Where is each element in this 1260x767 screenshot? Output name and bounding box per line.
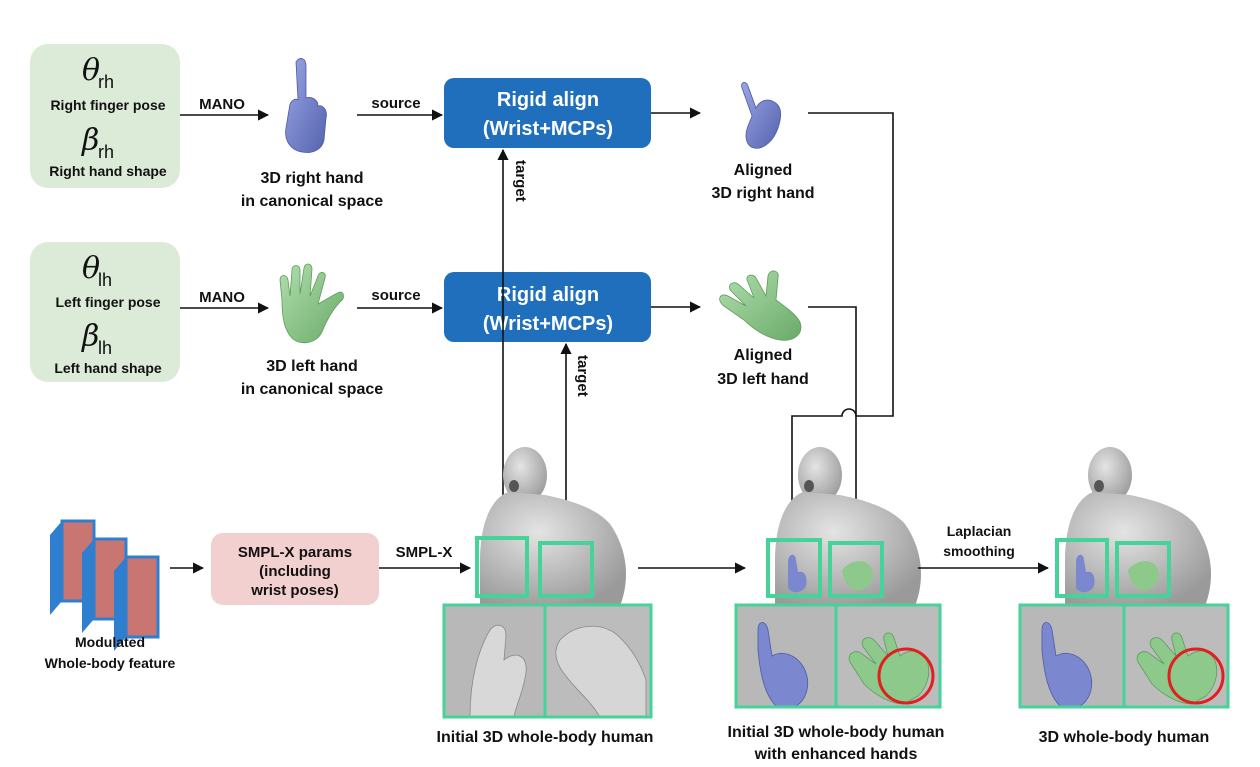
source-left-label: source [371,287,420,304]
right-hand-shape-label: Right hand shape [49,163,167,179]
rigid-align-right-line2: (Wrist+MCPs) [483,118,613,140]
target-right-label: target [512,160,529,202]
initial-right-zoom-panel [442,603,547,719]
aligned-right-line2: 3D right hand [711,185,814,202]
aligned-left-route-arrow [808,306,862,542]
final-body-caption: 3D whole-body human [1039,729,1210,746]
beta-lh-subscript: lh [98,338,112,358]
theta-lh-subscript: lh [98,270,112,290]
final-left-crop-box [1115,541,1171,598]
enhanced-left-zoom-panel [834,603,942,709]
final-left-hand [1128,561,1159,591]
enhanced-highlight-circle [877,647,935,705]
enhanced-right-hand [788,554,807,593]
smplx-params-bg [211,533,379,605]
feature-map-3 [114,555,160,651]
initial-body-caption: Initial 3D whole-body human [437,729,654,746]
beta-rh-symbol: β [81,123,99,158]
canonical-right-hand-mesh [285,58,327,153]
canonical-left-line2: in canonical space [241,381,383,398]
canonical-left-hand-mesh [279,263,344,344]
final-left-zoom-panel [1122,603,1230,709]
rigid-align-left-box: Rigid align (Wrist+MCPs) [444,272,651,342]
enhanced-right-zoom-panel [734,603,838,709]
final-body-figure [1018,447,1230,709]
laplacian-label-line1: Laplacian [947,523,1012,539]
right-params-bg [30,44,180,188]
left-finger-pose-label: Left finger pose [55,294,160,310]
mano-left-label: MANO [199,289,245,306]
feature-label-line1: Modulated [75,634,145,650]
target-left-label: target [574,355,591,397]
theta-rh-symbol: θ [82,53,100,88]
aligned-right-hand-mesh [741,82,782,149]
rigid-align-left-line2: (Wrist+MCPs) [483,313,613,335]
rigid-align-left-line1: Rigid align [497,284,599,306]
enhanced-right-crop-box [766,538,822,598]
enhanced-left-crop-box [828,541,884,598]
smplx-params-box: SMPL-X params (including wrist poses) [211,533,379,605]
rigid-align-right-bg [444,78,651,148]
right-hand-params-box: θ rh Right finger pose β rh Right hand s… [30,44,180,188]
beta-rh-subscript: rh [98,142,114,162]
initial-right-crop-box [475,536,529,598]
initial-left-crop-box [538,541,594,598]
mano-right-label: MANO [199,96,245,113]
theta-rh-subscript: rh [98,72,114,92]
right-finger-pose-label: Right finger pose [50,97,165,113]
final-right-crop-box [1055,538,1109,598]
smplx-params-line3: wrist poses) [250,582,339,599]
theta-lh-symbol: θ [82,251,100,286]
final-body-mesh [1065,447,1211,606]
smplx-label: SMPL-X [396,544,453,561]
aligned-left-line1: Aligned [734,347,793,364]
rigid-align-left-bg [444,272,651,342]
beta-lh-symbol: β [81,319,99,354]
smplx-params-line1: SMPL-X params [238,544,352,561]
enhanced-left-hand [842,561,873,591]
canonical-right-line2: in canonical space [241,193,383,210]
initial-body-figure [442,447,653,719]
aligned-left-hand-mesh [719,270,802,341]
feature-label-line2: Whole-body feature [45,655,176,671]
canonical-left-line1: 3D left hand [266,358,358,375]
smplx-params-line2: (including [259,563,331,580]
final-right-hand [1076,554,1095,593]
enhanced-body-figure [734,447,942,709]
enhanced-body-caption-line2: with enhanced hands [754,746,918,763]
rigid-align-right-box: Rigid align (Wrist+MCPs) [444,78,651,148]
modulated-feature-stack [50,519,160,651]
aligned-left-line2: 3D left hand [717,371,809,388]
left-params-bg [30,242,180,382]
source-right-label: source [371,95,420,112]
enhanced-body-mesh [775,447,921,606]
rigid-align-right-line1: Rigid align [497,89,599,111]
aligned-right-line1: Aligned [734,162,793,179]
aligned-right-route-arrow [786,112,894,542]
initial-left-zoom-panel [543,603,653,719]
left-hand-params-box: θ lh Left finger pose β lh Left hand sha… [30,242,180,382]
canonical-right-line1: 3D right hand [260,170,363,187]
left-hand-shape-label: Left hand shape [54,360,162,376]
final-right-zoom-panel [1018,603,1126,709]
laplacian-label-line2: smoothing [943,543,1015,559]
initial-body-mesh [480,447,626,606]
enhanced-body-caption-line1: Initial 3D whole-body human [728,724,945,741]
final-highlight-circle [1167,647,1225,705]
